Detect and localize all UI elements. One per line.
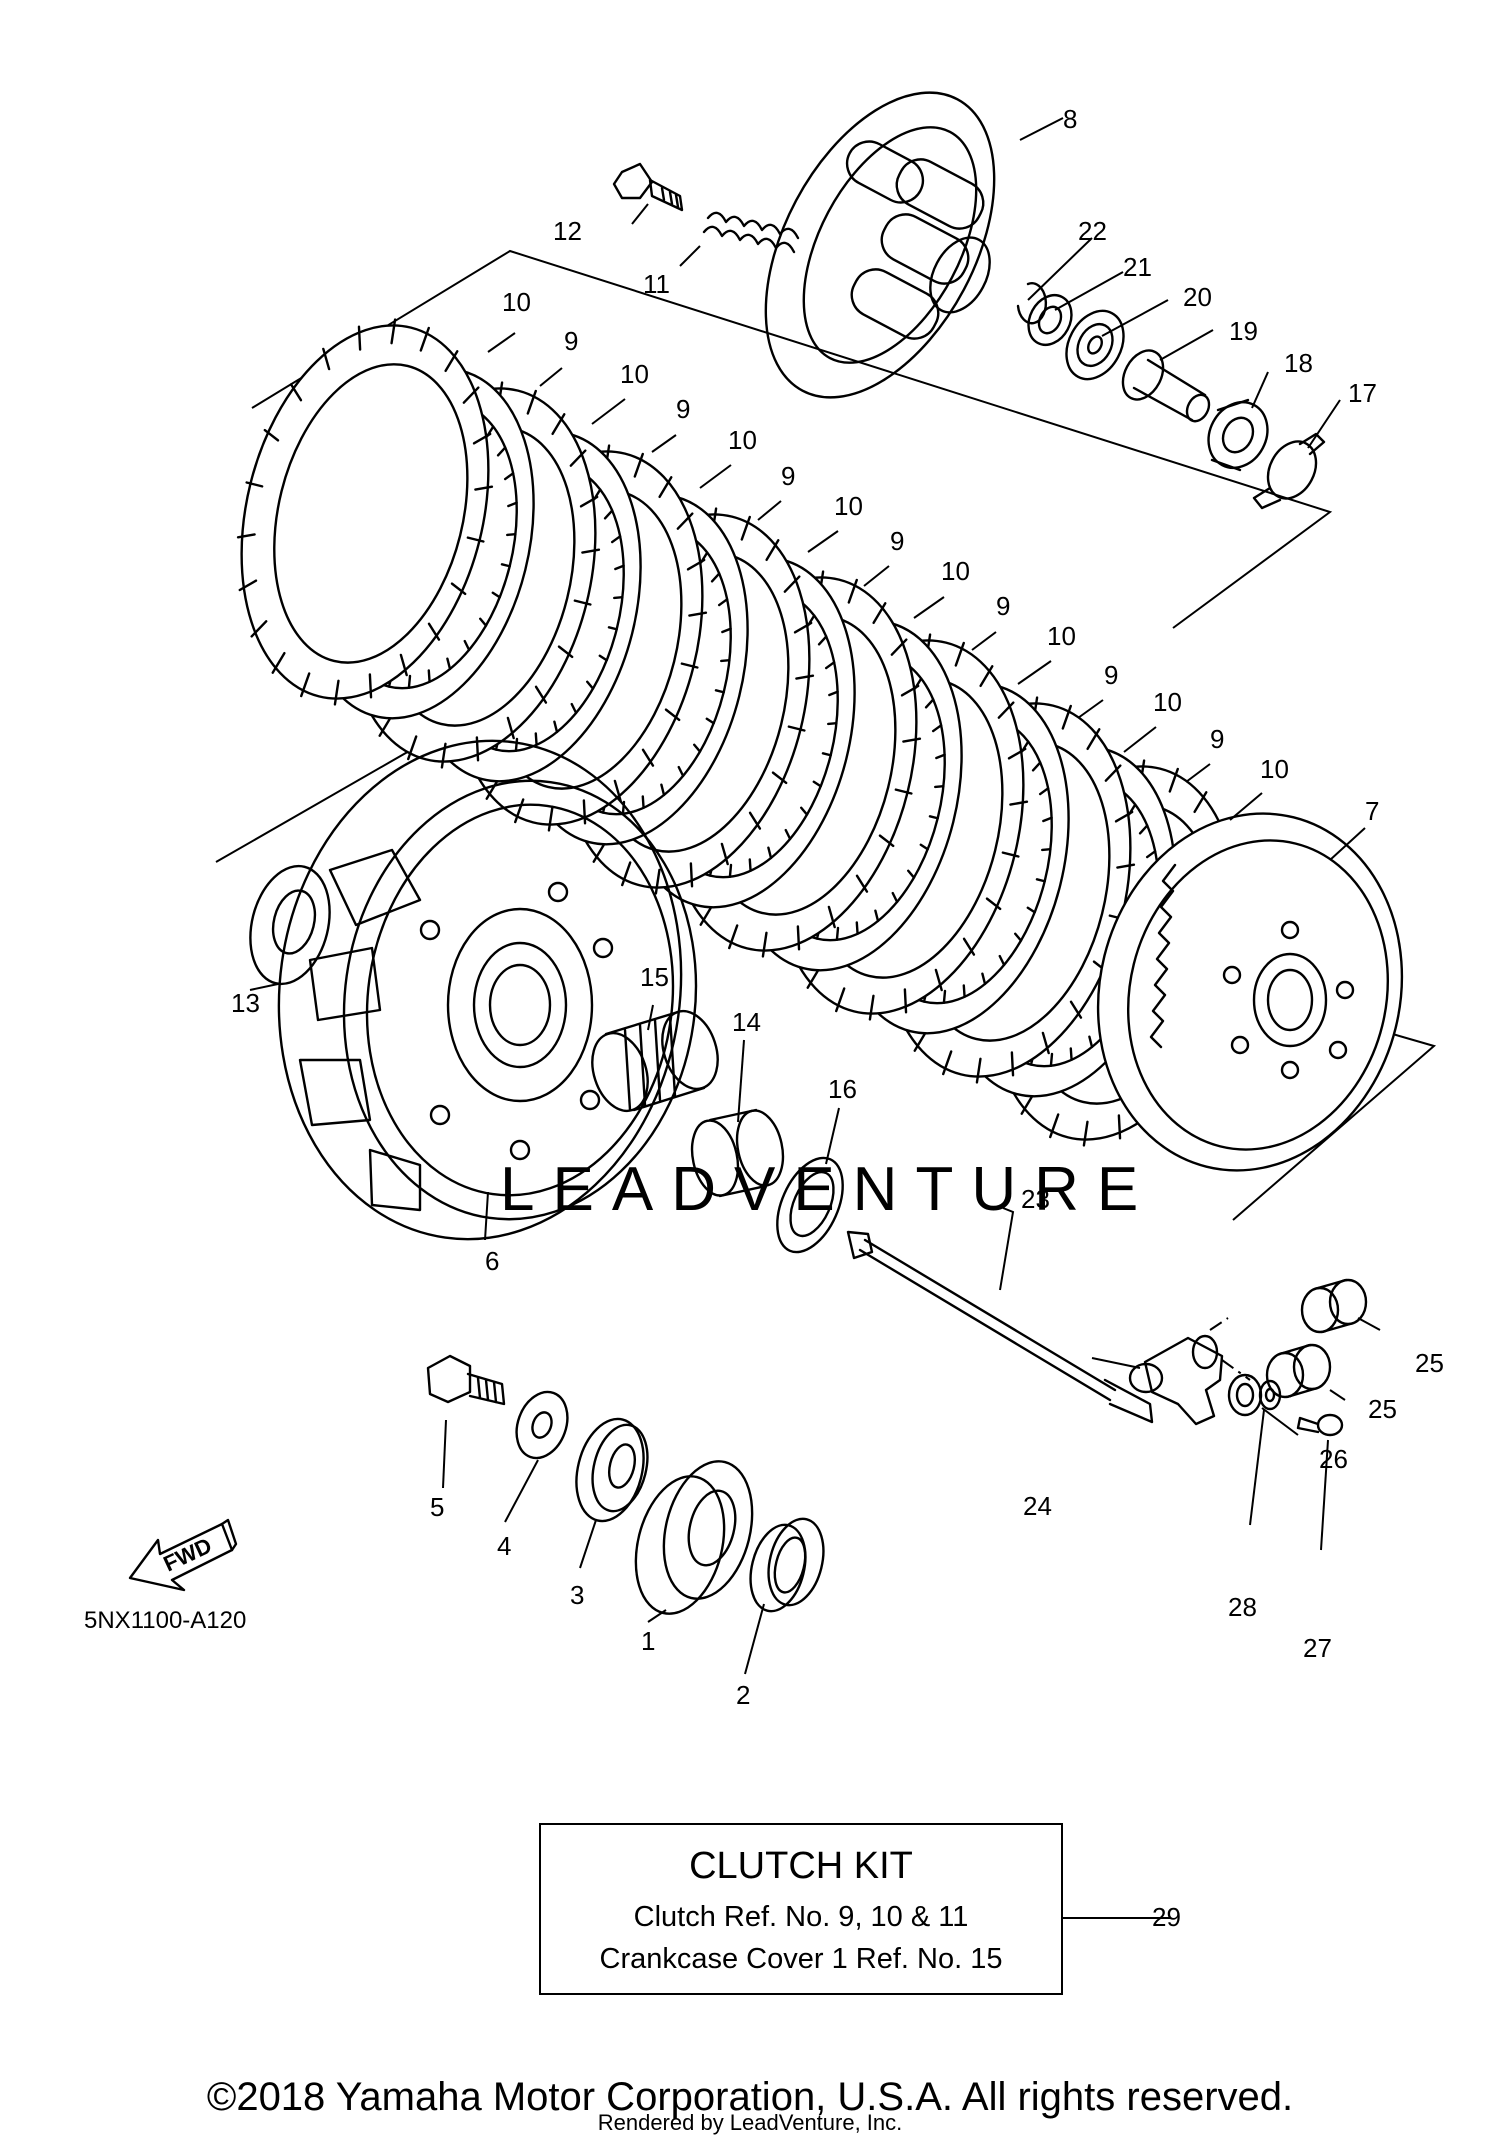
- callout-16: 16: [828, 1074, 857, 1104]
- clutch-kit-line-2: Crankcase Cover 1 Ref. No. 15: [600, 1943, 1003, 1975]
- washer-21[interactable]: [1020, 288, 1080, 353]
- bearing[interactable]: [742, 1513, 832, 1617]
- clutch-housing[interactable]: [247, 715, 724, 1266]
- callout-24: 24: [1023, 1491, 1052, 1521]
- callout-15: 15: [640, 962, 669, 992]
- clutch-kit-line-1: Clutch Ref. No. 9, 10 & 11: [634, 1901, 969, 1933]
- diagram-code: 5NX1100-A120: [84, 1607, 246, 1634]
- callout-26: 26: [1319, 1444, 1348, 1474]
- callout-9g: 9: [1210, 724, 1224, 754]
- push-rod-19[interactable]: [1115, 344, 1214, 425]
- callout-11: 11: [643, 269, 670, 299]
- callout-29: 29: [1152, 1902, 1181, 1932]
- callout-13: 13: [231, 988, 260, 1018]
- sprocket-gear[interactable]: [566, 1412, 656, 1528]
- primary-drive-washer[interactable]: [508, 1385, 576, 1465]
- callout-22: 22: [1078, 216, 1107, 246]
- callout-12: 12: [553, 216, 582, 246]
- lock-washer-17[interactable]: [1252, 432, 1326, 510]
- callout-21: 21: [1123, 252, 1152, 282]
- callout-14: 14: [732, 1007, 761, 1037]
- thrust-washer[interactable]: [764, 1148, 856, 1262]
- callout-10d: 10: [834, 491, 863, 521]
- callout-10b: 10: [620, 359, 649, 389]
- callout-20: 20: [1183, 282, 1212, 312]
- callout-9b: 9: [676, 394, 690, 424]
- callout-9e: 9: [996, 591, 1010, 621]
- callout-27: 27: [1303, 1633, 1332, 1663]
- callout-10g: 10: [1153, 687, 1182, 717]
- clutch-kit-title: CLUTCH KIT: [689, 1845, 913, 1887]
- callout-7: 7: [1365, 796, 1379, 826]
- bearing-25-lower[interactable]: [1265, 1343, 1332, 1399]
- rendered-by: Rendered by LeadVenture, Inc.: [598, 2110, 903, 2135]
- callout-10a: 10: [502, 287, 531, 317]
- callout-18: 18: [1284, 348, 1313, 378]
- fwd-label: FWD: [160, 1533, 216, 1577]
- clutch-kit-box: CLUTCH KIT Clutch Ref. No. 9, 10 & 11 Cr…: [539, 1823, 1063, 1995]
- callout-2: 2: [736, 1680, 750, 1710]
- callout-10h: 10: [1260, 754, 1289, 784]
- bearing-20[interactable]: [1055, 301, 1135, 389]
- callout-9f: 9: [1104, 660, 1118, 690]
- fwd-arrow-icon: [128, 1518, 238, 1592]
- spacer[interactable]: [686, 1106, 790, 1199]
- callout-10c: 10: [728, 425, 757, 455]
- thrust-plate[interactable]: [239, 858, 342, 993]
- callout-9c: 9: [781, 461, 795, 491]
- callout-8: 8: [1063, 104, 1077, 134]
- copyright-notice: ©2018 Yamaha Motor Corporation, U.S.A. A…: [207, 2075, 1293, 2119]
- callout-25a: 25: [1415, 1348, 1444, 1378]
- callout-10f: 10: [1047, 621, 1076, 651]
- callout-23: 23: [1021, 1184, 1050, 1214]
- callout-17: 17: [1348, 378, 1377, 408]
- friction-plate[interactable]: [200, 294, 531, 730]
- callout-1: 1: [641, 1626, 655, 1656]
- callout-9d: 9: [890, 526, 904, 556]
- primary-drive-bolt[interactable]: [426, 1354, 506, 1406]
- callout-10e: 10: [941, 556, 970, 586]
- callout-19: 19: [1229, 316, 1258, 346]
- pressure-plate-bolt[interactable]: [612, 162, 684, 212]
- screw-27[interactable]: [1296, 1413, 1344, 1437]
- callout-numbers: 8 12 11 22 21 20 19 18 17 10 9 10 9 10 9…: [231, 104, 1444, 1932]
- needle-bearing[interactable]: [583, 1004, 727, 1118]
- bearing-25-upper[interactable]: [1300, 1278, 1368, 1334]
- push-rod[interactable]: [846, 1230, 1154, 1424]
- lever-axis-2: [1209, 1317, 1229, 1331]
- callout-28: 28: [1228, 1592, 1257, 1622]
- watermark: LEADVENTURE: [500, 1155, 1156, 1224]
- callout-3: 3: [570, 1580, 584, 1610]
- callout-9a: 9: [564, 326, 578, 356]
- lever-axis: [1221, 1359, 1251, 1381]
- release-lever[interactable]: [1128, 1334, 1224, 1426]
- pressure-plate[interactable]: [719, 55, 1042, 436]
- callout-5: 5: [430, 1492, 444, 1522]
- oil-seal[interactable]: [1227, 1373, 1263, 1417]
- callout-6: 6: [485, 1246, 499, 1276]
- callout-25b: 25: [1368, 1394, 1397, 1424]
- clutch-boss[interactable]: [1061, 781, 1439, 1203]
- washer-28[interactable]: [1258, 1379, 1282, 1411]
- clutch-spring[interactable]: [702, 211, 800, 254]
- leader-lines: [249, 117, 1381, 1919]
- callout-4: 4: [497, 1531, 511, 1561]
- circlip[interactable]: [1016, 282, 1048, 325]
